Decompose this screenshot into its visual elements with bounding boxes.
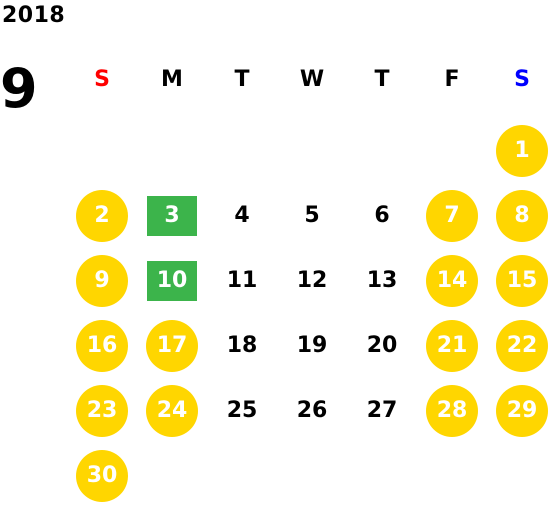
holiday-day[interactable]: 17 (146, 319, 198, 372)
day-cell: 11 (207, 248, 277, 313)
empty-day-cell (277, 118, 347, 183)
day-number[interactable]: 18 (226, 333, 258, 358)
day-cell: 8 (487, 183, 548, 248)
holiday-day[interactable]: 14 (426, 254, 478, 307)
holiday-day[interactable]: 15 (496, 254, 548, 307)
weekday-label: T (234, 67, 250, 92)
empty-day-cell (207, 118, 277, 183)
weekday-label: S (514, 67, 530, 92)
day-cell: 26 (277, 378, 347, 443)
day-cell: 5 (277, 183, 347, 248)
day-number[interactable]: 12 (296, 268, 328, 293)
day-number[interactable]: 27 (366, 398, 398, 423)
day-cell: 3 (137, 183, 207, 248)
weekday-label: S (94, 67, 110, 92)
day-cell: 21 (417, 313, 487, 378)
holiday-day[interactable]: 7 (426, 189, 478, 242)
day-cell: 18 (207, 313, 277, 378)
day-cell: 22 (487, 313, 548, 378)
year-label: 2018 (2, 3, 66, 28)
holiday-day[interactable]: 1 (496, 124, 548, 177)
weekday-label: W (299, 67, 325, 92)
day-number[interactable]: 6 (374, 203, 390, 228)
holiday-day[interactable]: 2 (76, 189, 128, 242)
day-cell: 13 (347, 248, 417, 313)
holiday-day[interactable]: 30 (76, 449, 128, 502)
day-cell: 12 (277, 248, 347, 313)
marked-day[interactable]: 3 (147, 195, 197, 236)
day-number[interactable]: 25 (226, 398, 258, 423)
weekday-label: M (161, 67, 183, 92)
day-number[interactable]: 4 (234, 203, 250, 228)
day-cell: 27 (347, 378, 417, 443)
month-number: 9 (0, 57, 38, 120)
day-cell: 9 (67, 248, 137, 313)
empty-day-cell (137, 118, 207, 183)
weekday-label: T (374, 67, 390, 92)
holiday-day[interactable]: 28 (426, 384, 478, 437)
holiday-day[interactable]: 8 (496, 189, 548, 242)
day-number[interactable]: 5 (304, 203, 320, 228)
day-number[interactable]: 26 (296, 398, 328, 423)
day-cell: 7 (417, 183, 487, 248)
empty-day-cell (67, 118, 137, 183)
day-cell: 29 (487, 378, 548, 443)
day-cell: 30 (67, 443, 137, 508)
day-cell: 16 (67, 313, 137, 378)
holiday-day[interactable]: 16 (76, 319, 128, 372)
marked-day[interactable]: 10 (147, 260, 197, 301)
day-cell: 15 (487, 248, 548, 313)
day-cell: 4 (207, 183, 277, 248)
day-cell: 28 (417, 378, 487, 443)
empty-day-cell (417, 118, 487, 183)
holiday-day[interactable]: 24 (146, 384, 198, 437)
holiday-day[interactable]: 29 (496, 384, 548, 437)
day-number[interactable]: 11 (226, 268, 258, 293)
day-cell: 10 (137, 248, 207, 313)
day-number[interactable]: 20 (366, 333, 398, 358)
holiday-day[interactable]: 22 (496, 319, 548, 372)
day-cell: 14 (417, 248, 487, 313)
empty-day-cell (347, 118, 417, 183)
day-cell: 19 (277, 313, 347, 378)
weekday-label: F (444, 67, 460, 92)
holiday-day[interactable]: 9 (76, 254, 128, 307)
day-cell: 17 (137, 313, 207, 378)
day-number[interactable]: 13 (366, 268, 398, 293)
day-cell: 24 (137, 378, 207, 443)
day-cell: 25 (207, 378, 277, 443)
holiday-day[interactable]: 23 (76, 384, 128, 437)
day-number[interactable]: 19 (296, 333, 328, 358)
holiday-day[interactable]: 21 (426, 319, 478, 372)
day-cell: 1 (487, 118, 548, 183)
day-cell: 23 (67, 378, 137, 443)
day-cell: 2 (67, 183, 137, 248)
day-cell: 20 (347, 313, 417, 378)
day-cell: 6 (347, 183, 417, 248)
